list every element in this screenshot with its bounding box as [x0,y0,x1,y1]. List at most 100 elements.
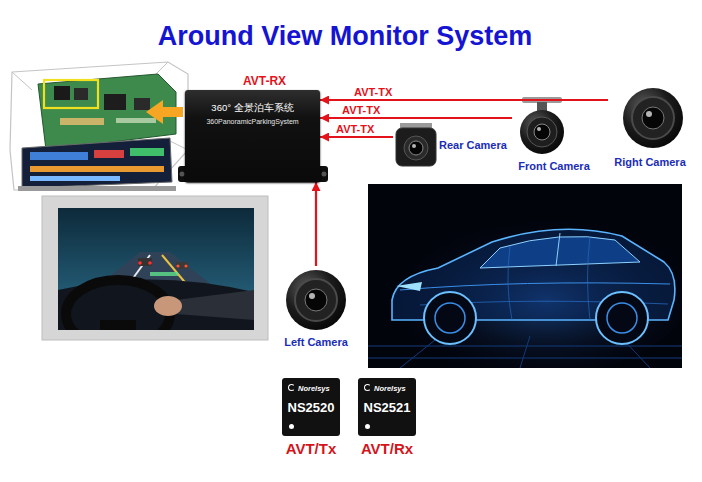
signal-label: AVT-TX [340,104,382,117]
pcb-chip [134,98,150,110]
part-number: NS2521 [364,400,411,415]
frame-wire [10,62,188,190]
camera-lens [305,289,327,311]
car-wire [508,246,512,320]
mount-hole [180,172,185,177]
lens-glint [646,111,652,117]
hand [154,296,182,316]
camera-body [396,128,436,166]
left-camera: Left Camera [278,266,354,350]
car-photo [368,184,690,376]
tail-light [184,264,187,267]
lens-glint [537,127,541,131]
floor-grid [368,346,682,347]
signal-arrow [320,136,393,138]
right-camera: Right Camera [608,86,692,170]
wheel [596,292,648,344]
signal-label: AVT-TX [352,86,394,99]
camera-label: Right Camera [614,156,686,169]
sleeve [176,290,254,320]
headlight [396,282,422,291]
photo-frame [42,196,268,340]
brand-name: Norelsys [298,384,330,393]
signal-label: AVT-TX [334,123,376,136]
wheel [424,292,476,344]
car-pillar [556,233,560,266]
rear-camera: Rear Camera [393,122,509,170]
control-unit: AVT-RX 360° 全景泊车系统360PanoramicParkingSyst… [185,74,320,182]
highlight-frame [44,80,98,108]
camera-body [520,110,564,154]
camera-body [623,88,683,148]
steering-hub [100,320,136,330]
screen-ui [94,150,124,158]
mount-hole [322,172,327,177]
pcb-strip [116,118,156,123]
front-camera: Front Camera [512,94,596,176]
signal-arrow [315,182,317,266]
screen-ui [30,176,120,181]
brand-logo [288,384,295,391]
receiver-chip: AVT/Rx NorelsysNS2521 [358,378,416,462]
car-ahead [138,258,152,266]
front-camera-picture [520,97,564,154]
wheel-rim [435,303,465,333]
hud-bar [150,272,178,276]
car-window [480,236,640,268]
control-box: 360° 全景泊车系统360PanoramicParkingSystem [185,90,320,182]
signal-arrow [320,117,512,119]
brand-name: Norelsys [374,384,406,393]
right-camera-picture [623,88,683,148]
glow [370,208,682,368]
floor-grid [400,336,440,368]
camera-ring [527,117,557,147]
camera-lens [534,124,550,140]
port-label: AVT-RX [243,74,286,88]
car-wire [400,283,670,290]
camera-lens [642,107,664,129]
lens-glint [309,293,315,299]
camera-body [286,270,346,330]
connector-block [54,86,70,100]
camera-label: Left Camera [284,336,348,349]
rear-camera-picture [396,123,436,166]
camera-label: Front Camera [518,160,590,173]
part-number: NS2520 [288,400,335,415]
pin-one-dot [289,424,294,429]
signal-arrow [320,99,608,101]
connector-block [74,88,88,100]
driver-view-photo [42,196,268,348]
camera-ring [404,136,428,160]
pcb-chip [104,94,126,110]
tail-light [138,261,142,265]
pcb-strip [60,118,104,125]
screen-panel [22,138,172,188]
left-camera-picture [286,270,346,330]
screen-ui [30,152,88,160]
camera-ring [295,279,337,321]
chip-package: NorelsysNS2520 [282,378,340,436]
camera-ring [632,97,674,139]
brand-logo [364,384,371,391]
display-base [18,186,176,191]
unit-name-en: 360PanoramicParkingSystem [206,118,298,126]
screen-ui [130,148,164,156]
sky [58,208,254,330]
transmitter-chip: AVT/Tx NorelsysNS2520 [282,378,340,462]
screen-ui [30,166,164,172]
tail-light [176,264,179,267]
diagram-title: Around View Monitor System [0,20,690,52]
chip-role: AVT/Rx [361,440,413,458]
camera-lens [409,141,423,155]
car-scene [368,208,682,368]
pin-one-dot [365,424,370,429]
display-module [10,62,188,191]
chip-role: AVT/Tx [286,440,337,458]
car-wire [588,236,591,320]
chip-package: NorelsysNS2521 [358,378,416,436]
wheel-rim [607,303,637,333]
camera-bracket [400,123,432,128]
camera-label: Rear Camera [439,139,507,152]
